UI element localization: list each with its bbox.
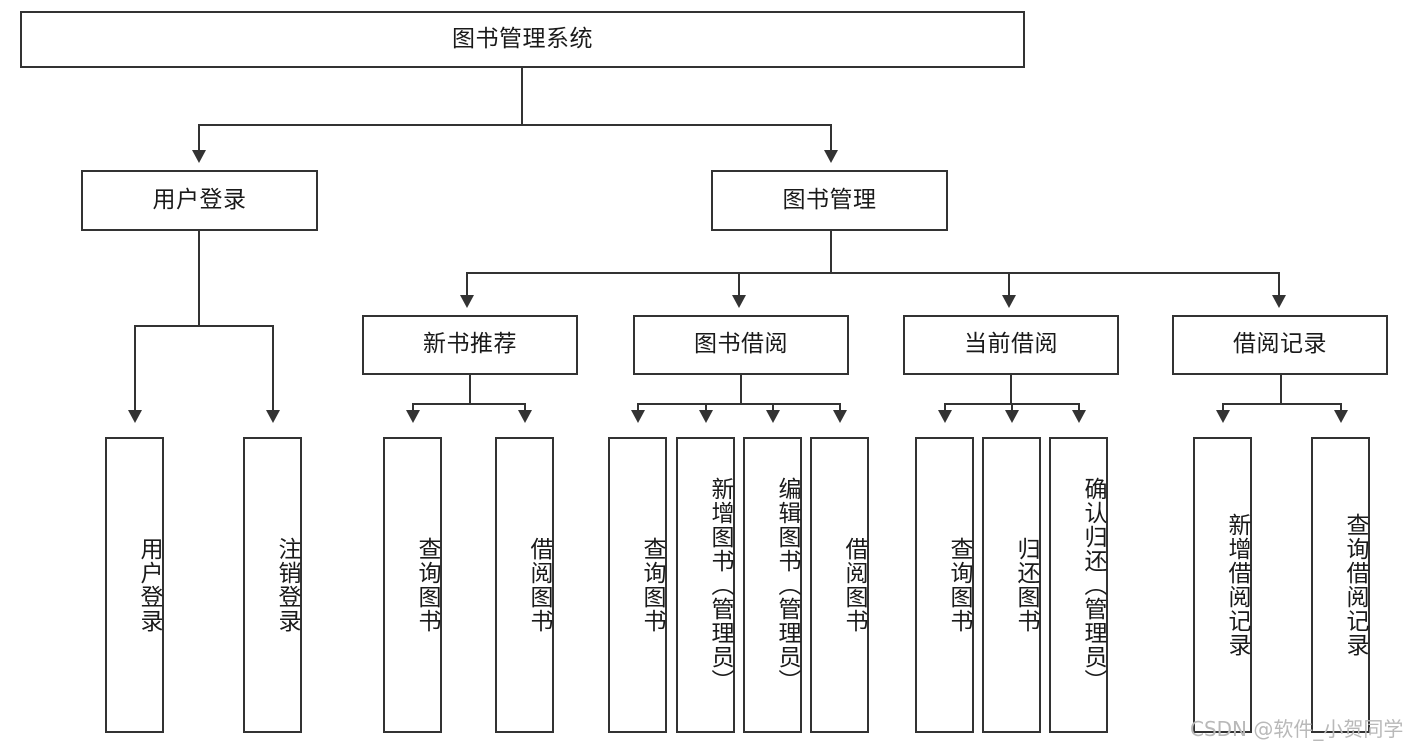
arrow-cb-leaf-3 [1072, 410, 1086, 423]
connector-root-bus [198, 124, 832, 126]
node-new-book-recommend[interactable]: 新书推荐 [362, 315, 578, 375]
arrow-br-leaf-2 [1334, 410, 1348, 423]
connector-bb-drop-4 [839, 403, 841, 412]
node-label: 查询图书 [946, 537, 972, 633]
connector-bb-drop-3 [772, 403, 774, 412]
arrow-root-to-user-login [192, 150, 206, 163]
leaf-nbr-borrow-book[interactable]: 借阅图书 [495, 437, 554, 733]
connector-cb-drop-1 [944, 403, 946, 412]
arrow-nbr-leaf-1 [406, 410, 420, 423]
arrow-to-current-borrow [1002, 295, 1016, 308]
node-label: 查询图书 [414, 537, 440, 633]
connector-to-book-borrow [738, 272, 740, 297]
arrow-to-book-borrow [732, 295, 746, 308]
arrow-bb-leaf-1 [631, 410, 645, 423]
node-label: 编辑图书（管理员） [774, 477, 800, 693]
node-label: 查询借阅记录 [1342, 513, 1368, 657]
node-label: 图书借阅 [694, 331, 788, 358]
connector-nbr-drop-2 [524, 403, 526, 412]
arrow-to-borrow-record [1272, 295, 1286, 308]
connector-br-drop-2 [1340, 403, 1342, 412]
node-book-management[interactable]: 图书管理 [711, 170, 948, 231]
leaf-bb-query-book[interactable]: 查询图书 [608, 437, 667, 733]
connector-root-to-user-login [198, 124, 200, 152]
node-label: 注销登录 [274, 537, 300, 633]
leaf-cb-confirm-return-admin[interactable]: 确认归还（管理员） [1049, 437, 1108, 733]
node-user-login[interactable]: 用户登录 [81, 170, 318, 231]
connector-to-current-borrow [1008, 272, 1010, 297]
node-book-borrow[interactable]: 图书借阅 [633, 315, 849, 375]
node-label: 用户登录 [136, 537, 162, 633]
connector-root-to-book-management [830, 124, 832, 152]
leaf-nbr-query-book[interactable]: 查询图书 [383, 437, 442, 733]
leaf-cb-query-book[interactable]: 查询图书 [915, 437, 974, 733]
node-borrow-record[interactable]: 借阅记录 [1172, 315, 1388, 375]
leaf-bb-borrow-book[interactable]: 借阅图书 [810, 437, 869, 733]
arrow-user-login-leaf-1 [128, 410, 142, 423]
connector-borrow-record-bus [1222, 403, 1340, 405]
leaf-user-login-login[interactable]: 用户登录 [105, 437, 164, 733]
arrow-user-login-leaf-2 [266, 410, 280, 423]
connector-nbr-drop-1 [412, 403, 414, 412]
arrow-bb-leaf-4 [833, 410, 847, 423]
node-label: 当前借阅 [964, 331, 1058, 358]
node-label: 查询图书 [639, 537, 665, 633]
watermark-text: CSDN @软件_小贺同学 [1190, 717, 1404, 741]
node-label: 图书管理系统 [452, 25, 593, 52]
connector-user-login-drop-2 [272, 325, 274, 412]
connector-new-book-recommend-bus [412, 403, 526, 405]
connector-br-drop-1 [1222, 403, 1224, 412]
arrow-bb-leaf-2 [699, 410, 713, 423]
node-label: 确认归还（管理员） [1080, 477, 1106, 693]
arrow-cb-leaf-1 [938, 410, 952, 423]
connector-book-management-stem [830, 231, 832, 272]
arrow-nbr-leaf-2 [518, 410, 532, 423]
connector-to-new-book-recommend [466, 272, 468, 297]
connector-user-login-bus [134, 325, 272, 327]
leaf-br-query-record[interactable]: 查询借阅记录 [1311, 437, 1370, 733]
node-label: 借阅记录 [1233, 331, 1327, 358]
connector-to-borrow-record [1278, 272, 1280, 297]
connector-new-book-recommend-stem [469, 375, 471, 403]
node-root-book-management-system[interactable]: 图书管理系统 [20, 11, 1025, 68]
node-label: 借阅图书 [526, 537, 552, 633]
connector-bb-drop-2 [705, 403, 707, 412]
arrow-bb-leaf-3 [766, 410, 780, 423]
node-label: 图书管理 [782, 186, 877, 213]
connector-level3-bus [466, 272, 1280, 274]
leaf-cb-return-book[interactable]: 归还图书 [982, 437, 1041, 733]
node-label: 归还图书 [1013, 537, 1039, 633]
connector-user-login-stem [198, 231, 200, 325]
leaf-br-add-record[interactable]: 新增借阅记录 [1193, 437, 1252, 733]
leaf-bb-edit-book-admin[interactable]: 编辑图书（管理员） [743, 437, 802, 733]
leaf-user-login-logout[interactable]: 注销登录 [243, 437, 302, 733]
node-current-borrow[interactable]: 当前借阅 [903, 315, 1119, 375]
arrow-br-leaf-1 [1216, 410, 1230, 423]
node-label: 新增借阅记录 [1224, 513, 1250, 657]
node-label: 用户登录 [152, 186, 247, 213]
arrow-cb-leaf-2 [1005, 410, 1019, 423]
connector-cb-drop-3 [1078, 403, 1080, 412]
node-label: 新增图书（管理员） [707, 477, 733, 693]
connector-root-stem [521, 68, 523, 124]
arrow-root-to-book-management [824, 150, 838, 163]
connector-book-borrow-bus [637, 403, 841, 405]
arrow-to-new-book-recommend [460, 295, 474, 308]
connector-cb-drop-2 [1011, 403, 1013, 412]
connector-borrow-record-stem [1280, 375, 1282, 403]
connector-current-borrow-stem [1010, 375, 1012, 403]
connector-bb-drop-1 [637, 403, 639, 412]
node-label: 新书推荐 [423, 331, 517, 358]
connector-user-login-drop-1 [134, 325, 136, 412]
node-label: 借阅图书 [841, 537, 867, 633]
leaf-bb-add-book-admin[interactable]: 新增图书（管理员） [676, 437, 735, 733]
connector-book-borrow-stem [740, 375, 742, 403]
